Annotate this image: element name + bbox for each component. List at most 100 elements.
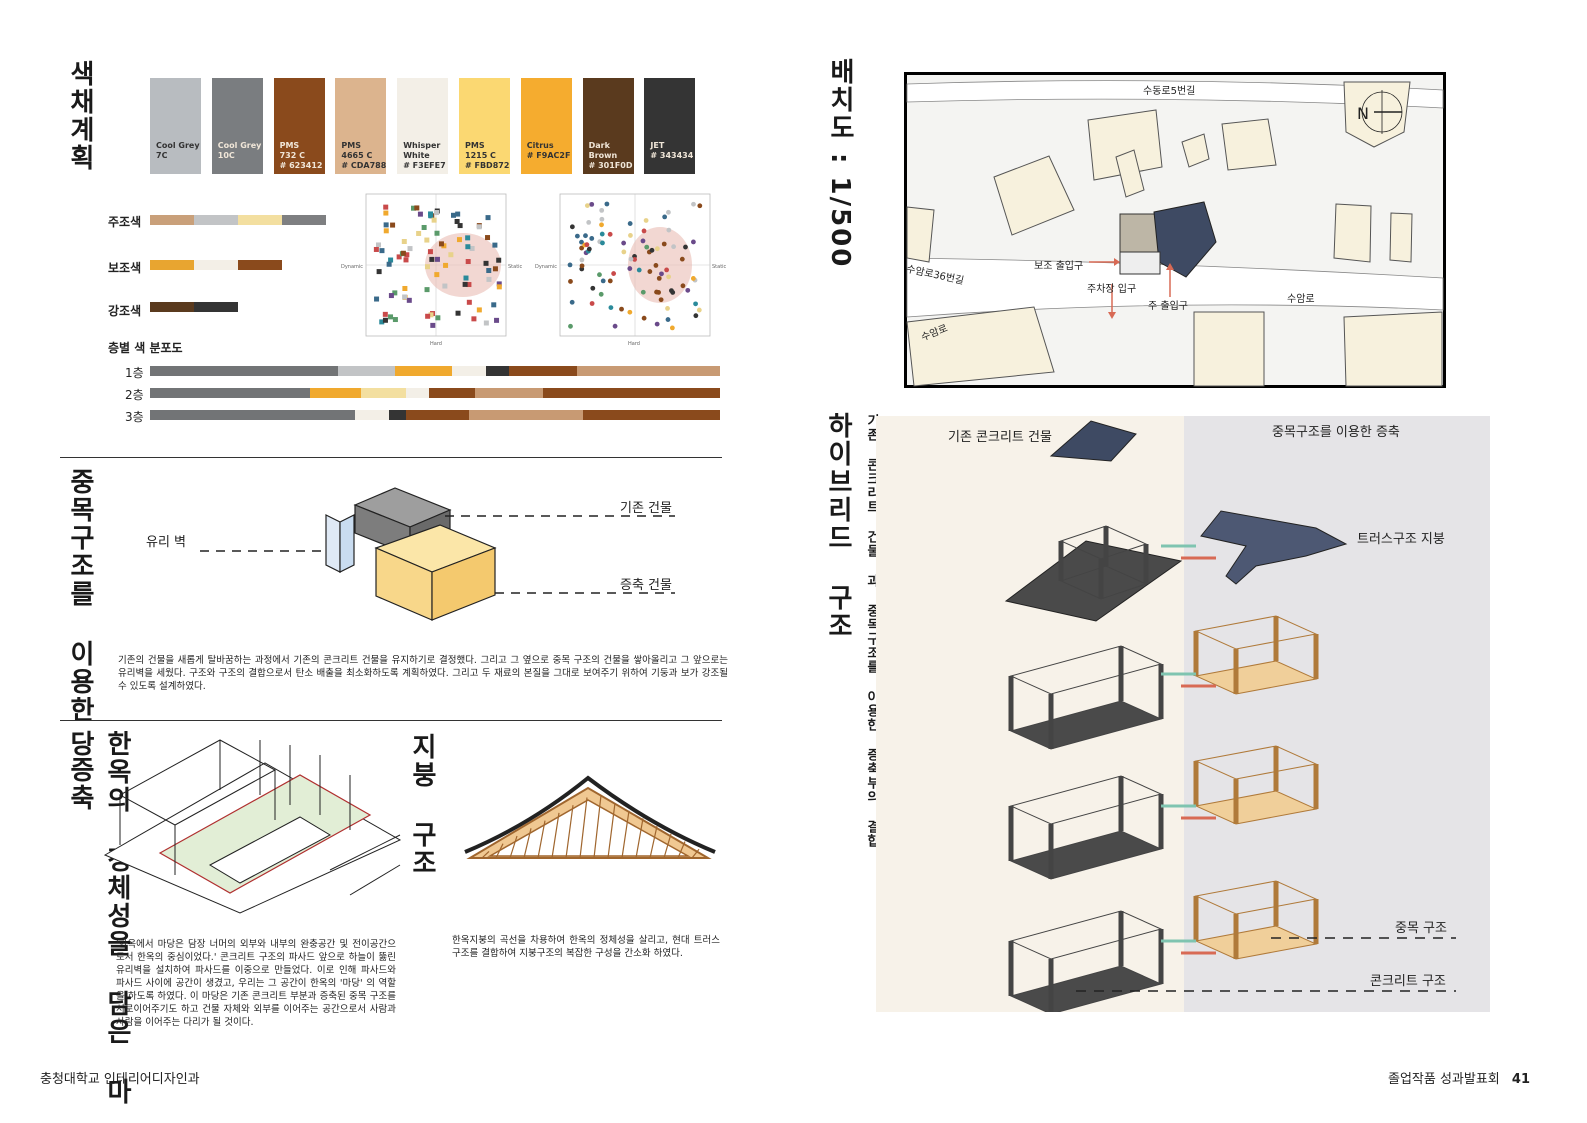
scatter-dot (619, 306, 624, 312)
scatter-dot (665, 306, 670, 311)
truss-member (523, 828, 532, 859)
scatter-square (390, 222, 396, 228)
color-chip (238, 215, 282, 225)
scatter-square (424, 264, 430, 270)
color-swatch-label: JET# 343434 (650, 141, 694, 160)
floor-color-segment (309, 388, 361, 398)
scatter-dot (656, 275, 662, 281)
scatter-square (383, 228, 389, 234)
color-chip (150, 215, 194, 225)
scatter-square (496, 281, 502, 287)
scatter-square (417, 211, 423, 217)
madang-axonometric (103, 739, 402, 914)
scatter-dot (607, 278, 613, 284)
scatter-dot (607, 231, 613, 237)
scatter-square (434, 210, 440, 216)
scatter-square (374, 296, 380, 302)
scatter-dot (608, 305, 614, 310)
extension-title: 중목구조를 이용한 증축 (65, 468, 95, 812)
scatter-dot (644, 244, 650, 250)
scatter-dot (600, 278, 606, 284)
floor-distribution-title: 층별 색 분포도 (108, 341, 183, 355)
footer-school: 충청대학교 인테리어디자인과 (40, 1072, 200, 1087)
floor-color-segment (150, 410, 356, 420)
truss-member (677, 841, 686, 859)
color-chip (150, 260, 194, 270)
floor-color-segment (474, 388, 544, 398)
scatter-dot (693, 301, 698, 307)
color-chip (194, 302, 238, 312)
scatter-square (386, 261, 392, 267)
timber-extension-label: 중목구조를 이용한 증축 (1272, 425, 1400, 440)
color-chip (194, 260, 238, 270)
scatter-dot (611, 271, 617, 276)
scatter-square (492, 266, 498, 272)
parking-entrance-label: 주차장 입구 (1087, 284, 1137, 295)
scatter-square (425, 313, 431, 319)
sub-color-bar (150, 260, 282, 270)
divider-1 (60, 457, 722, 458)
extension-diagram (200, 487, 675, 621)
scatter-square (491, 302, 497, 308)
scatter-square (496, 284, 502, 290)
scatter-square (402, 285, 408, 291)
main-entrance-label: 주 출입구 (1148, 301, 1188, 312)
scatter-square (456, 237, 462, 243)
scatter-square (485, 215, 491, 221)
scatter-square (466, 282, 472, 288)
scatter-dot (680, 283, 686, 289)
scatter-dot (612, 323, 618, 329)
scatter-dot (627, 221, 633, 226)
floor-label: 1층 (125, 366, 144, 380)
scatter-dot (621, 240, 627, 246)
scatter-dot (599, 222, 604, 228)
scatter-dot (661, 241, 667, 247)
scatter-square (476, 307, 482, 313)
floor-color-segment (469, 410, 584, 420)
scatter-dot (679, 256, 685, 262)
color-chip (282, 215, 326, 225)
truss-member (663, 833, 672, 859)
scatter-square (382, 311, 388, 317)
scatter-square (373, 246, 379, 252)
scatter-dot (586, 219, 592, 225)
floor-color-segment (452, 366, 487, 376)
glass-wall-label: 유리 벽 (146, 535, 187, 550)
scatter-square (476, 224, 482, 230)
scatter-square (407, 246, 413, 252)
axis-static-label-2: Static (712, 264, 727, 270)
scatter-square (496, 257, 502, 263)
scatter-square (455, 310, 461, 316)
scatter-dot (640, 238, 646, 244)
floor-color-segment (395, 366, 453, 376)
scatter-dot (589, 201, 595, 207)
scatter-square (494, 317, 500, 323)
scatter-dot (653, 263, 659, 268)
scatter-dot (584, 242, 590, 248)
scatter-square (431, 217, 437, 223)
scatter-dot (664, 267, 670, 273)
divider-2 (60, 720, 722, 721)
scatter-dot (647, 269, 653, 274)
scatter-dot (654, 321, 660, 327)
axis-hard-label: Hard (430, 341, 442, 347)
scatter-dot (654, 246, 660, 252)
scatter-dot (691, 201, 696, 207)
scatter-square (388, 293, 394, 299)
truss-member (509, 835, 518, 859)
truss-member (579, 797, 588, 859)
scatter-square (438, 241, 444, 247)
scatter-dot (665, 317, 671, 322)
scatter-square (404, 252, 410, 258)
color-plan-title: 색채계획 (65, 60, 95, 172)
floor-color-segment (150, 388, 310, 398)
color-chip (194, 215, 238, 225)
floor-color-segment (338, 366, 396, 376)
scatter-square (486, 268, 492, 274)
scatter-dot (683, 244, 688, 250)
scatter-dot (604, 201, 610, 207)
